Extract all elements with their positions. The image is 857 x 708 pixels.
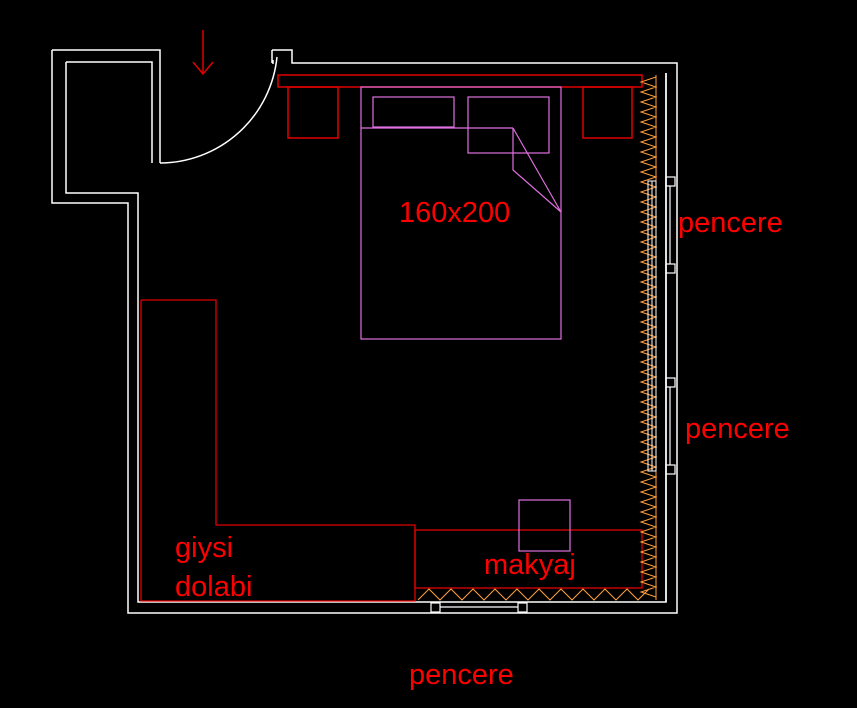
wardrobe-label-line2: dolabi [175,571,252,603]
vanity-label: makyaj [484,549,576,581]
window-label-bottom: pencere [409,659,514,691]
bed-size-label: 160x200 [399,197,510,229]
wardrobe-label-line1: giysi [175,532,233,564]
window-label-right-upper: pencere [678,207,783,239]
window-bottom [430,602,528,613]
walls [51,49,678,614]
window-label-right-lower: pencere [685,413,790,445]
bed [360,86,562,340]
window-right-lower [665,377,676,475]
pillow-right [467,96,550,154]
vanity-stool [518,499,571,552]
window-right-upper [665,176,676,274]
nightstand-left [287,86,339,139]
nightstand-right [582,86,633,139]
wardrobe [140,299,416,602]
vanity-desk [414,529,643,589]
pillow-left [372,96,455,128]
arrow-down-icon [192,30,214,76]
door [159,56,278,164]
window-glass-right [647,180,657,472]
